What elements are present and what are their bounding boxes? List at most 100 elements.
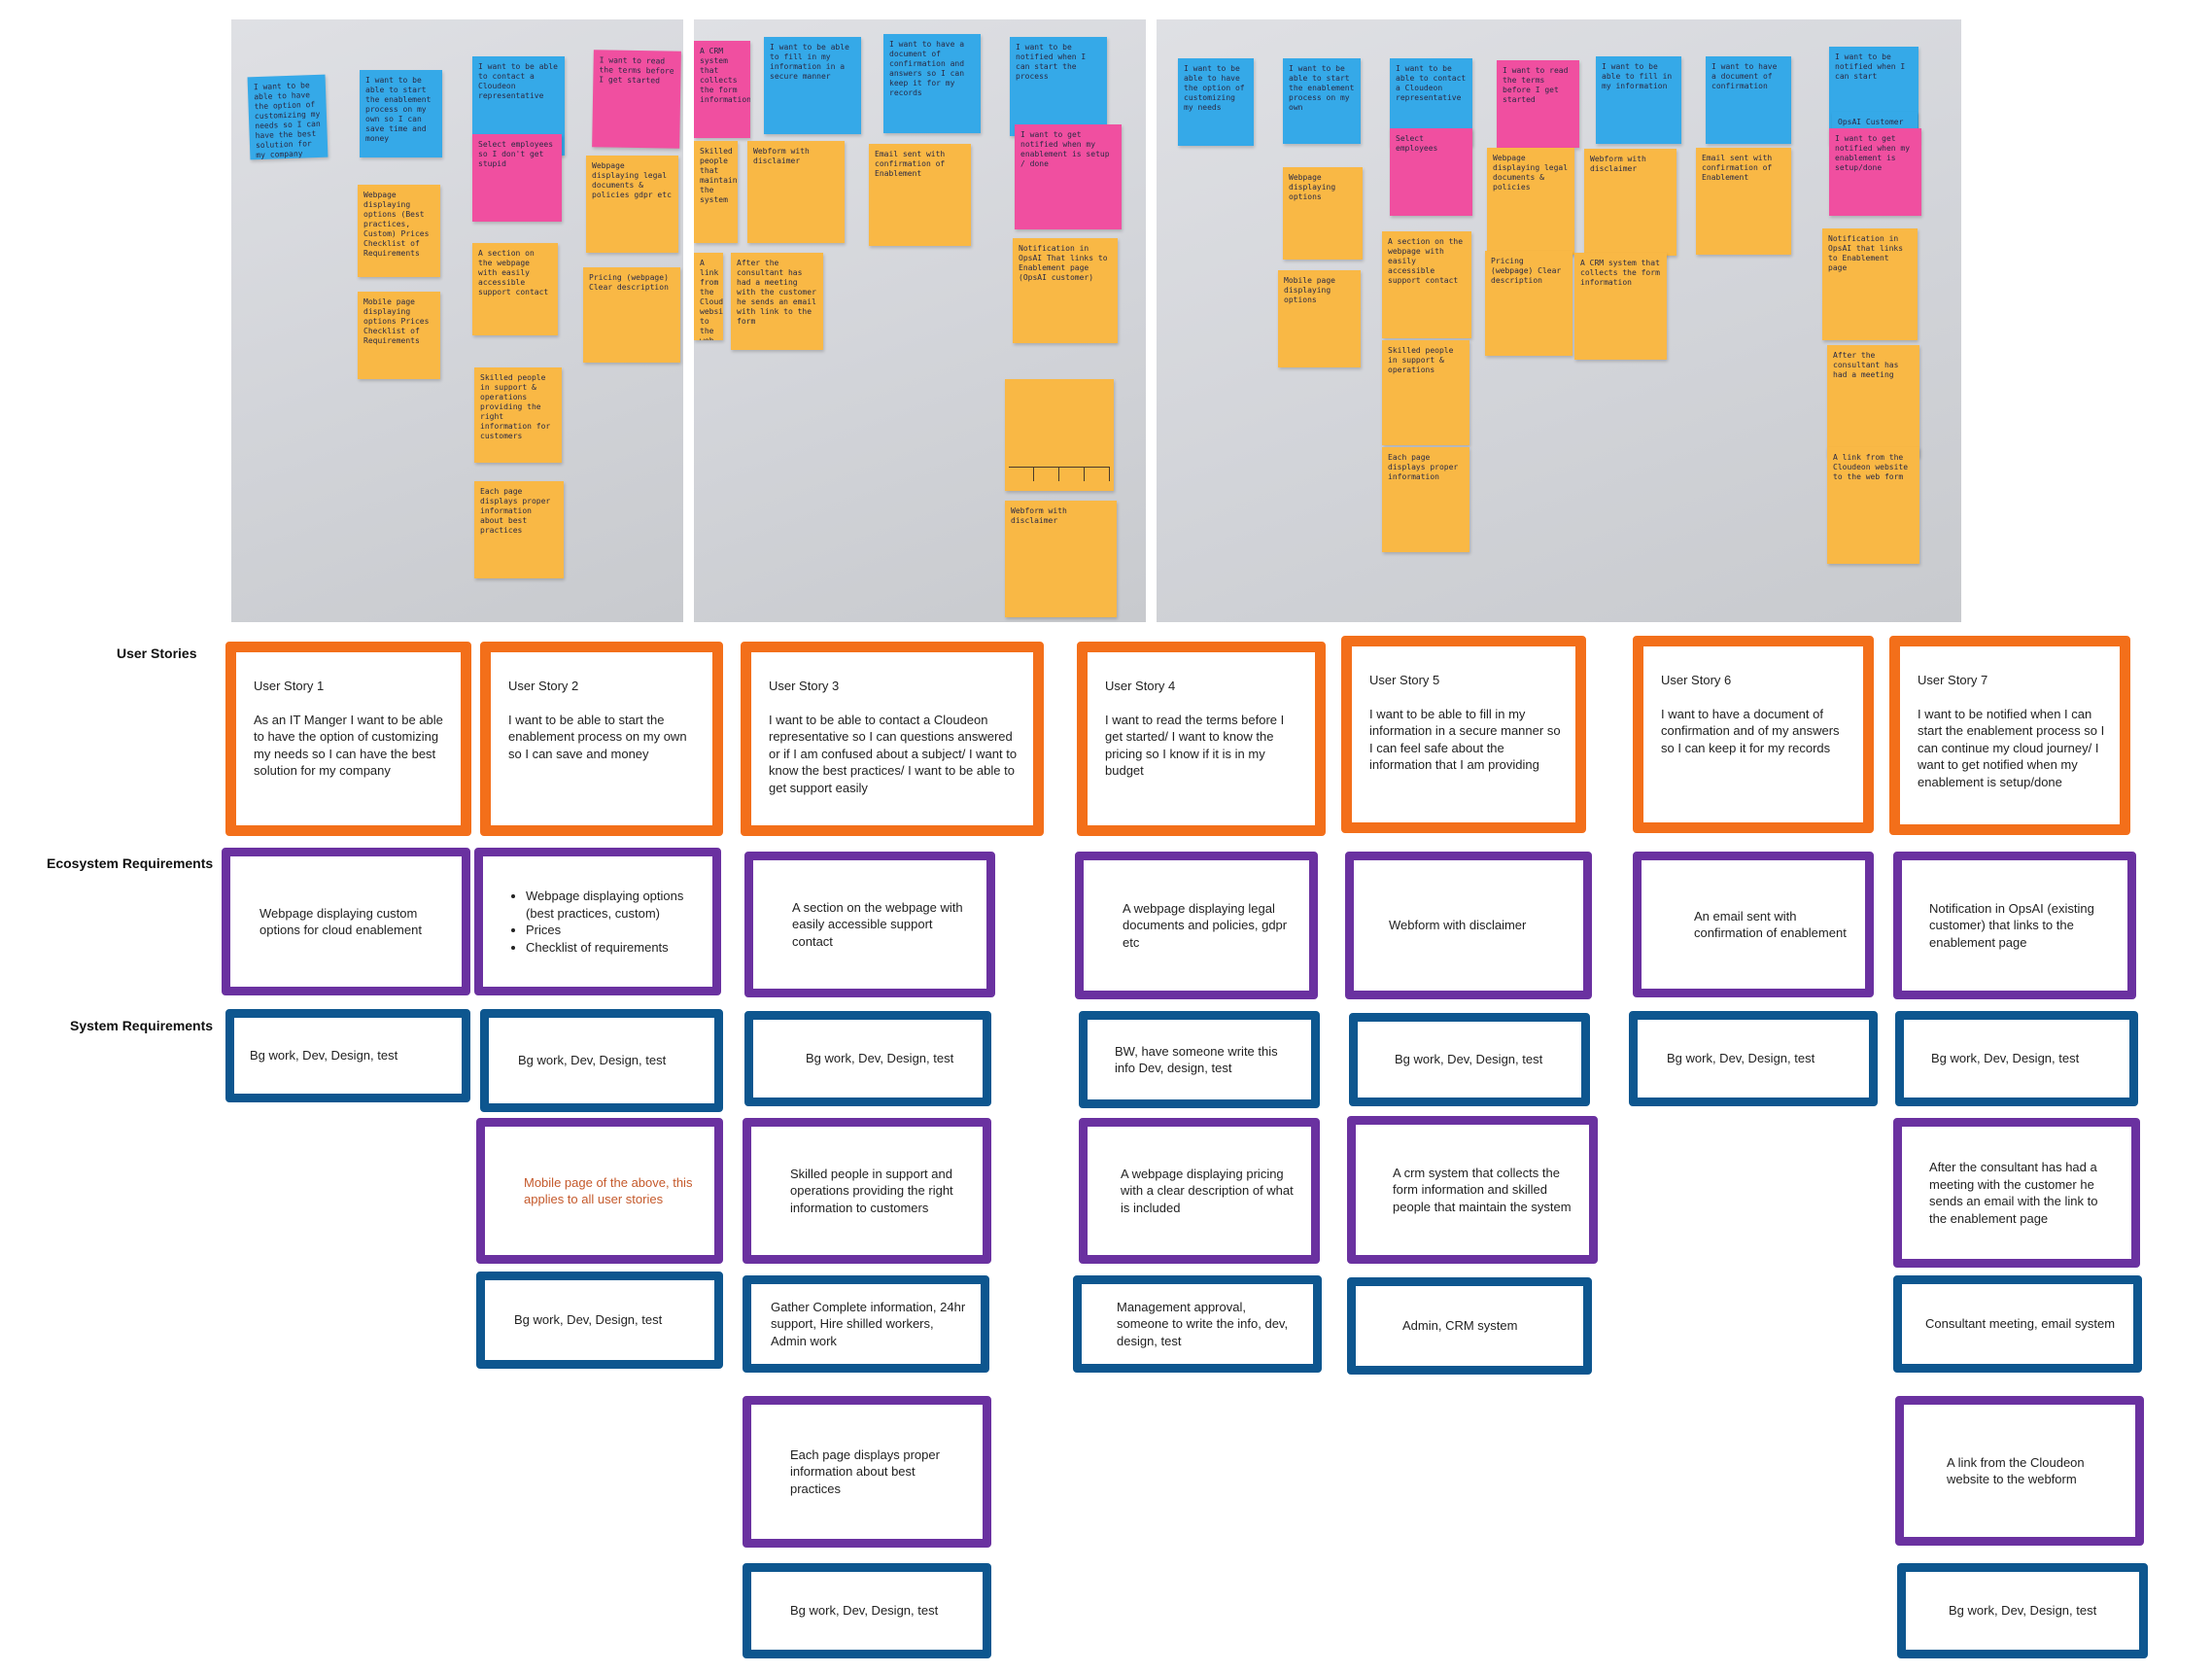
user-story-text: As an IT Manger I want to be able to hav… xyxy=(254,712,443,779)
ecosystem-card-7: Notification in OpsAI (existing customer… xyxy=(1893,852,2136,999)
card-text: Bg work, Dev, Design, test xyxy=(1949,1603,2097,1619)
sticky-note: I want to have a document of confirmatio… xyxy=(1706,56,1791,144)
ecosystem-list: Webpage displaying options (best practic… xyxy=(506,888,699,956)
system-card-3c: Bg work, Dev, Design, test xyxy=(743,1563,991,1658)
sticky-note: Select employees xyxy=(1390,128,1472,216)
card-text: Bg work, Dev, Design, test xyxy=(790,1603,939,1619)
sticky-note: Notification in OpsAI that links to Enab… xyxy=(1822,228,1918,340)
sticky-note: Webpage displaying legal documents & pol… xyxy=(1487,148,1574,255)
photo-panel-3: I want to be able to have the option of … xyxy=(1157,19,1961,622)
user-story-title: User Story 3 xyxy=(769,679,840,693)
system-card-5b: Admin, CRM system xyxy=(1347,1277,1592,1375)
sticky-note: Pricing (webpage) Clear description xyxy=(583,267,680,363)
user-story-card-5: User Story 5 I want to be able to fill i… xyxy=(1341,636,1586,833)
system-card-5: Bg work, Dev, Design, test xyxy=(1349,1013,1590,1106)
sticky-note: Skilled people in support & operations xyxy=(1382,340,1469,445)
card-text: Bg work, Dev, Design, test xyxy=(250,1048,398,1063)
card-text: Webform with disclaimer xyxy=(1389,918,1527,933)
sticky-note: Webform with disclaimer xyxy=(747,141,845,243)
sticky-note: After the consultant has had a meeting w… xyxy=(731,253,823,350)
user-story-title: User Story 4 xyxy=(1105,679,1176,693)
ecosystem-card-3: A section on the webpage with easily acc… xyxy=(744,852,995,997)
user-story-card-6: User Story 6 I want to have a document o… xyxy=(1633,636,1874,833)
card-text: Webpage displaying custom options for cl… xyxy=(259,905,422,938)
photo-panel-2: A CRM system that collects the form info… xyxy=(694,19,1146,622)
user-story-text: I want to have a document of confirmatio… xyxy=(1661,706,1840,755)
system-card-4b: Management approval, someone to write th… xyxy=(1073,1275,1322,1373)
card-text: A webpage displaying pricing with a clea… xyxy=(1121,1166,1294,1215)
sticky-note: Webpage displaying options (Best practic… xyxy=(358,185,440,277)
sticky-note: A link from the Cloudeon website to the … xyxy=(694,253,723,340)
photo-panel-1: I want to be able to have the option of … xyxy=(231,19,683,622)
card-text: Bg work, Dev, Design, test xyxy=(1667,1051,1815,1066)
card-text: Bg work, Dev, Design, test xyxy=(1931,1051,2080,1066)
ecosystem-card-6: An email sent with confirmation of enabl… xyxy=(1633,852,1874,997)
user-story-title: User Story 6 xyxy=(1661,673,1732,687)
sticky-note: A CRM system that collects the form info… xyxy=(694,41,750,138)
sticky-note: Pricing (webpage) Clear description xyxy=(1485,251,1573,356)
sticky-note: Each page displays proper information ab… xyxy=(474,481,564,578)
sticky-note: Webpage displaying options xyxy=(1283,167,1363,260)
system-card-7b: Consultant meeting, email system xyxy=(1893,1275,2142,1373)
sticky-note: I want to be able to have the option of … xyxy=(247,74,328,160)
sticky-note: A section on the webpage with easily acc… xyxy=(1382,231,1471,338)
sticky-note: Select employees so I don't get stupid xyxy=(472,134,562,222)
user-story-text: I want to be able to contact a Cloudeon … xyxy=(769,712,1018,795)
list-item: Webpage displaying options (best practic… xyxy=(526,888,699,922)
card-text: Each page displays proper information ab… xyxy=(790,1446,940,1496)
user-story-text: I want to be able to start the enablemen… xyxy=(508,712,687,761)
user-story-text: I want to be able to fill in my informat… xyxy=(1369,706,1561,773)
sticky-note: I want to be able to start the enablemen… xyxy=(1283,58,1361,144)
system-card-2: Bg work, Dev, Design, test xyxy=(480,1009,723,1112)
card-text: An email sent with confirmation of enabl… xyxy=(1694,908,1847,941)
system-card-2b: Bg work, Dev, Design, test xyxy=(476,1272,723,1369)
sticky-note: I want to be able to start the enablemen… xyxy=(360,70,442,157)
card-text: A link from the Cloudeon website to the … xyxy=(1947,1454,2085,1487)
ecosystem-card-3c: Each page displays proper information ab… xyxy=(743,1396,991,1548)
user-story-title: User Story 1 xyxy=(254,679,325,693)
card-text: Bg work, Dev, Design, test xyxy=(514,1312,663,1328)
sticky-note: Skilled people in support & operations p… xyxy=(474,367,562,463)
sticky-note: I want to be able to fill in my informat… xyxy=(1596,56,1681,144)
sticky-note: I want to read the terms before I get st… xyxy=(592,50,681,149)
sticky-note: After the consultant has had a meeting xyxy=(1827,345,1919,457)
system-card-7c: Bg work, Dev, Design, test xyxy=(1897,1563,2148,1658)
row-label-user-stories: User Stories xyxy=(117,645,197,661)
ecosystem-card-3b: Skilled people in support and operations… xyxy=(743,1118,991,1264)
sticky-note: Email sent with confirmation of Enableme… xyxy=(1696,148,1791,255)
system-card-7: Bg work, Dev, Design, test xyxy=(1895,1011,2138,1106)
card-text: Consultant meeting, email system xyxy=(1925,1316,2116,1332)
ecosystem-card-1: Webpage displaying custom options for cl… xyxy=(222,848,470,995)
sticky-note: I want to have a document of confirmatio… xyxy=(883,34,981,133)
ecosystem-card-2b: Mobile page of the above, this applies t… xyxy=(476,1118,723,1264)
sticky-note: I want to get notified when my enablemen… xyxy=(1829,128,1921,216)
card-text: Management approval, someone to write th… xyxy=(1117,1299,1289,1348)
sticky-note: Webform with disclaimer xyxy=(1005,501,1117,617)
user-story-card-3: User Story 3 I want to be able to contac… xyxy=(741,642,1044,836)
list-item: Checklist of requirements xyxy=(526,939,699,957)
card-text: After the consultant has had a meeting w… xyxy=(1929,1160,2098,1226)
ecosystem-card-2: Webpage displaying options (best practic… xyxy=(474,848,721,995)
user-story-title: User Story 7 xyxy=(1918,673,1988,687)
system-card-1: Bg work, Dev, Design, test xyxy=(225,1009,470,1102)
row-label-ecosystem-requirements: Ecosystem Requirements xyxy=(47,855,214,871)
user-story-text: I want to read the terms before I get st… xyxy=(1105,712,1285,779)
sticky-note: I want to be able to have the option of … xyxy=(1178,58,1254,146)
system-card-6: Bg work, Dev, Design, test xyxy=(1629,1011,1878,1106)
sticky-note: I want to get notified when my enablemen… xyxy=(1015,124,1122,229)
sticky-note: Mobile page displaying options Prices Ch… xyxy=(358,292,440,379)
user-story-title: User Story 5 xyxy=(1369,673,1440,687)
user-story-text: I want to be notified when I can start t… xyxy=(1918,706,2105,789)
sticky-note: A CRM system that collects the form info… xyxy=(1574,253,1667,360)
card-text: Bg work, Dev, Design, test xyxy=(518,1053,667,1068)
list-item: Prices xyxy=(526,922,699,939)
user-story-card-2: User Story 2 I want to be able to start … xyxy=(480,642,723,836)
card-text: Admin, CRM system xyxy=(1402,1318,1518,1334)
sticky-note xyxy=(1005,379,1114,491)
sticky-note: Webform with disclaimer xyxy=(1584,149,1676,256)
card-text: Notification in OpsAI (existing customer… xyxy=(1929,900,2094,950)
user-story-title: User Story 2 xyxy=(508,679,579,693)
card-text: BW, have someone write this info Dev, de… xyxy=(1115,1043,1278,1076)
sticky-note: I want to read the terms before I get st… xyxy=(1497,60,1579,148)
sticky-note: A link from the Cloudeon website to the … xyxy=(1827,447,1919,564)
